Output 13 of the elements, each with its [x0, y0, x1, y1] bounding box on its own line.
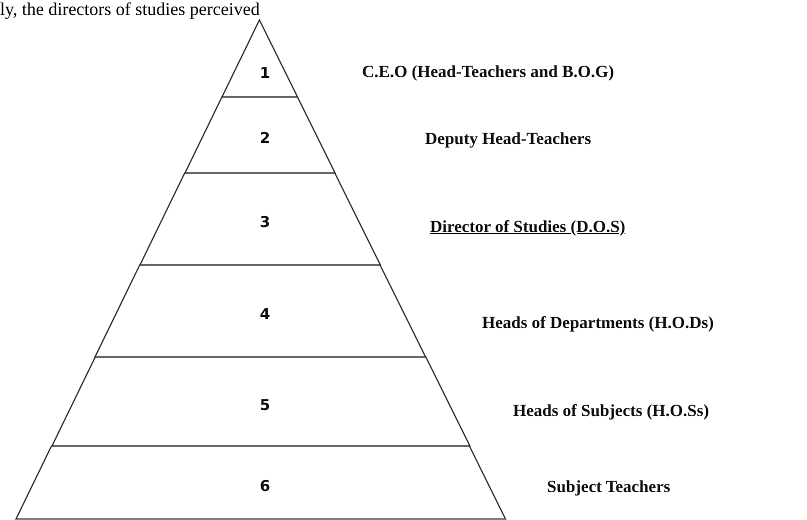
tier-label: C.E.O (Head-Teachers and B.O.G) [362, 62, 614, 82]
tier-label: Deputy Head-Teachers [425, 129, 592, 149]
tier-number: 2 [260, 129, 270, 147]
tier-label: Director of Studies (D.O.S) [430, 217, 626, 237]
body-text: ly, the directors of studies perceived [0, 0, 260, 18]
tier-number: 4 [260, 305, 270, 323]
tier-number: 1 [260, 64, 270, 82]
tier-number: 5 [260, 396, 270, 414]
tier-number: 3 [260, 213, 270, 231]
tier-label: Subject Teachers [547, 477, 670, 497]
tier-label: Heads of Departments (H.O.Ds) [482, 313, 714, 333]
tier-label: Heads of Subjects (H.O.Ss) [513, 401, 709, 421]
tier-number: 6 [260, 476, 270, 494]
